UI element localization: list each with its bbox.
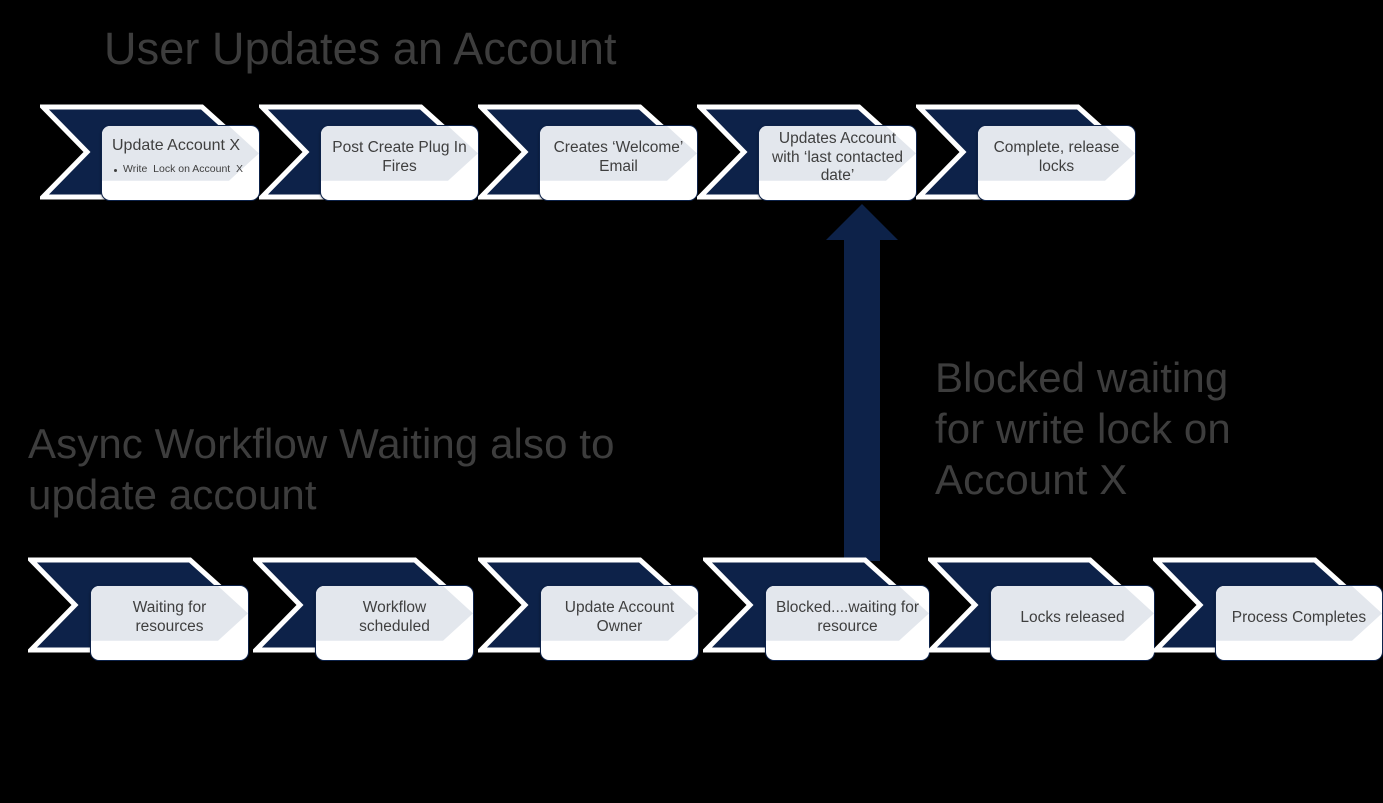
step-card[interactable]: Process Completes [1215,585,1383,661]
bottom-step-6[interactable]: Process Completes [1153,557,1383,663]
step-title: Update Account X [112,137,241,154]
card-wash [321,126,478,181]
step-title: Creates ‘Welcome’ Email [553,139,684,175]
step-card[interactable]: Updates Account with ‘last contacted dat… [758,125,917,201]
step-card[interactable]: Waiting for resources [90,585,249,661]
step-card[interactable]: Update Account X Write Lock on Account X [101,125,260,201]
card-text: Update Account Owner [541,586,698,660]
card-wash [91,586,248,641]
top-step-1[interactable]: Update Account X Write Lock on Account X [40,104,300,204]
step-title: Complete, release locks [993,139,1120,175]
step-card[interactable]: Post Create Plug In Fires [320,125,479,201]
card-text: Workflow scheduled [316,586,473,660]
card-wash [541,586,698,641]
top-step-2[interactable]: Post Create Plug In Fires [259,104,519,204]
card-text: Update Account X Write Lock on Account X [102,126,259,200]
blocked-waiting-label: Blocked waiting for write lock on Accoun… [935,354,1231,504]
card-text: Waiting for resources [91,586,248,660]
card-wash [540,126,697,181]
step-title: Update Account Owner [564,599,675,635]
step-title: Waiting for resources [132,599,207,635]
bottom-step-2[interactable]: Workflow scheduled [253,557,503,663]
top-step-4[interactable]: Updates Account with ‘last contacted dat… [697,104,957,204]
card-wash [759,126,916,181]
bottom-step-1[interactable]: Waiting for resources [28,557,278,663]
step-title: Post Create Plug In Fires [332,139,467,175]
step-bullets: Write Lock on Account X [112,163,243,176]
step-card[interactable]: Complete, release locks [977,125,1136,201]
step-card[interactable]: Update Account Owner [540,585,699,661]
bottom-step-5[interactable]: Locks released [928,557,1178,663]
card-text: Updates Account with ‘last contacted dat… [759,126,916,200]
card-text: Process Completes [1216,586,1382,660]
bottom-step-3[interactable]: Update Account Owner [478,557,728,663]
card-text: Locks released [991,586,1154,660]
step-card[interactable]: Locks released [990,585,1155,661]
top-step-5[interactable]: Complete, release locks [916,104,1176,204]
card-text: Complete, release locks [978,126,1135,200]
card-text: Creates ‘Welcome’ Email [540,126,697,200]
card-wash [1216,586,1382,641]
step-title: Process Completes [1231,608,1367,626]
step-card[interactable]: Workflow scheduled [315,585,474,661]
card-wash [316,586,473,641]
async-workflow-label: Async Workflow Waiting also to update ac… [28,420,615,519]
step-title: Workflow scheduled [359,599,430,635]
card-wash [978,126,1135,181]
step-title: Blocked....waiting for resource [776,599,920,635]
blocked-write-lock-arrow-icon [824,200,904,565]
step-title: Locks released [1020,608,1125,626]
card-text: Post Create Plug In Fires [321,126,478,200]
bottom-step-4[interactable]: Blocked....waiting for resource [703,557,953,663]
card-wash [766,586,929,641]
page-title: User Updates an Account [104,23,617,74]
top-step-3[interactable]: Creates ‘Welcome’ Email [478,104,738,204]
card-text: Blocked....waiting for resource [766,586,929,660]
step-card[interactable]: Blocked....waiting for resource [765,585,930,661]
step-card[interactable]: Creates ‘Welcome’ Email [539,125,698,201]
card-wash [991,586,1154,641]
card-wash [102,126,259,181]
step-bullet: Write Lock on Account X [112,163,243,176]
step-title: Updates Account with ‘last contacted dat… [772,129,903,185]
